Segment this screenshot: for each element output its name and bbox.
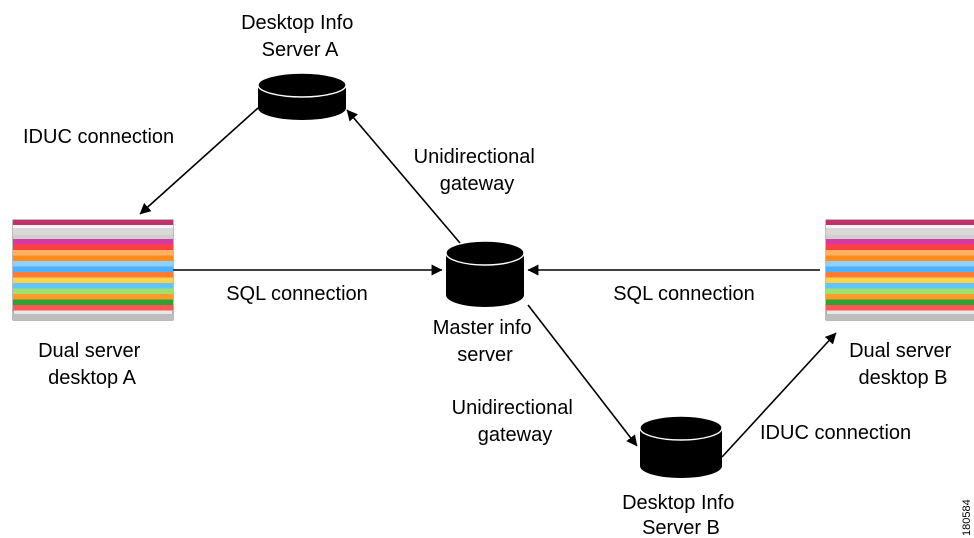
server-a-database-icon	[257, 72, 347, 120]
event-row	[826, 272, 974, 278]
server-a-label-line-2: Server A	[262, 39, 339, 61]
event-row	[826, 277, 974, 283]
window-toolbar	[826, 228, 974, 235]
event-row	[13, 239, 173, 245]
event-row	[13, 294, 173, 300]
figure-id: 180584	[961, 499, 973, 536]
server-a-label-line-1: Desktop Info	[241, 12, 353, 34]
event-row	[13, 261, 173, 267]
event-row	[826, 250, 974, 256]
desktop-b-label: Dual server desktop B	[849, 340, 957, 389]
event-row	[826, 266, 974, 272]
window-title-bar	[826, 220, 974, 225]
desktop-a-label-line-2: desktop A	[48, 367, 137, 389]
event-row	[826, 239, 974, 245]
master-server-database-icon	[445, 240, 525, 307]
window-toolbar	[13, 228, 173, 235]
desktop-a-label: Dual server desktop A	[38, 340, 146, 389]
event-row	[13, 255, 173, 261]
event-row	[826, 305, 974, 311]
event-row	[13, 277, 173, 283]
iduc-connection-a-edge	[139, 107, 259, 215]
master-server-label-line-2: server	[457, 344, 513, 366]
event-row	[13, 305, 173, 311]
gateway-b-label: Unidirectional gateway	[452, 397, 579, 446]
sql-connection-b-label: SQL connection	[613, 283, 755, 305]
gateway-a-label-line-2: gateway	[440, 173, 515, 195]
window-title-bar	[13, 220, 173, 225]
gateway-b-label-line-1: Unidirectional	[452, 397, 573, 419]
iduc-connection-b-label: IDUC connection	[760, 422, 911, 444]
master-server-label: Master info server	[433, 317, 538, 366]
event-row	[13, 250, 173, 256]
server-b-label-line-2: Server B	[642, 517, 720, 538]
gateway-a-edge	[346, 109, 461, 244]
event-row	[826, 288, 974, 294]
event-row	[13, 288, 173, 294]
event-row	[13, 272, 173, 278]
desktop-b-label-line-2: desktop B	[859, 367, 948, 389]
server-b-database-icon	[639, 415, 723, 478]
desktop-b-screenshot-icon	[825, 219, 974, 321]
gateway-a-label-line-1: Unidirectional	[414, 146, 535, 168]
server-b-label-line-1: Desktop Info	[622, 492, 734, 514]
desktop-a-screenshot-icon	[12, 219, 174, 321]
iduc-connection-a-label: IDUC connection	[23, 126, 174, 148]
event-row	[13, 244, 173, 250]
event-row	[13, 299, 173, 305]
server-b-label: Desktop Info Server B	[622, 492, 740, 538]
gateway-b-edge	[527, 304, 638, 447]
event-row	[826, 261, 974, 267]
event-row	[826, 294, 974, 300]
desktop-b-label-line-1: Dual server	[849, 340, 952, 362]
event-row	[826, 283, 974, 289]
event-row	[826, 299, 974, 305]
master-server-label-line-1: Master info	[433, 317, 532, 339]
event-row	[826, 255, 974, 261]
server-a-label: Desktop Info Server A	[241, 12, 359, 61]
gateway-b-label-line-2: gateway	[478, 424, 553, 446]
event-row	[13, 283, 173, 289]
window-menu-bar	[13, 225, 173, 228]
window-status-bar	[13, 314, 173, 320]
gateway-a-label: Unidirectional gateway	[414, 146, 541, 195]
iduc-connection-b-edge	[721, 332, 837, 458]
window-menu-bar	[826, 225, 974, 228]
desktop-a-label-line-1: Dual server	[38, 340, 141, 362]
event-row	[826, 244, 974, 250]
event-row	[13, 266, 173, 272]
window-status-bar	[826, 314, 974, 320]
window-column-header	[13, 235, 173, 239]
window-column-header	[826, 235, 974, 239]
sql-connection-a-label: SQL connection	[226, 283, 368, 305]
